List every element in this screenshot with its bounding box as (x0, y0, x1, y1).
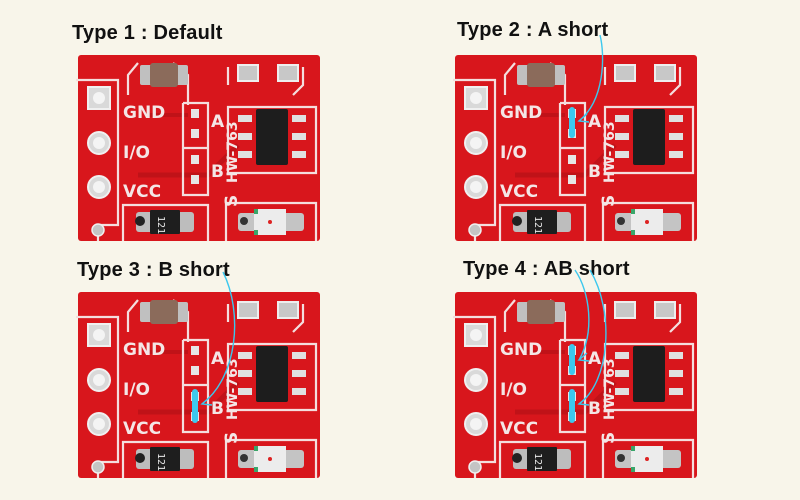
resistor-code: 121 (532, 216, 543, 234)
panel-title: Type 3 : B short (77, 259, 230, 281)
touch-pad (277, 301, 299, 319)
jumper-a (191, 109, 199, 138)
touch-pad (614, 301, 636, 319)
pcb-board: GND I/O VCC A B S HW-763 (453, 269, 697, 478)
config-panel-type4: Type 4 : AB short (453, 258, 723, 498)
config-panel-type2: Type 2 : A short (453, 19, 717, 259)
panel-title: Type 2 : A short (457, 19, 609, 41)
model-label: HW-763 (602, 121, 618, 183)
ic-chip (238, 346, 306, 402)
pcb-board: GND I/O VCC A B S HW-763 (76, 271, 320, 478)
label-vcc: VCC (500, 182, 538, 202)
touch-pad (277, 64, 299, 82)
label-pad-s: S (599, 432, 619, 444)
label-pad-s: S (222, 195, 242, 207)
resistor-code: 121 (532, 453, 543, 471)
label-vcc: VCC (123, 419, 161, 439)
label-pad-s: S (599, 195, 619, 207)
led (615, 446, 681, 472)
capacitor (517, 63, 565, 87)
label-io: I/O (500, 143, 527, 163)
capacitor (517, 300, 565, 324)
arrow-to-jumper-a (574, 269, 590, 362)
mounting-hole (468, 223, 482, 237)
header-pins (464, 323, 488, 474)
header-pins (87, 323, 111, 474)
mounting-hole (91, 223, 105, 237)
label-pad-a: A (211, 349, 225, 369)
label-pad-b: B (588, 162, 601, 182)
touch-pad (614, 64, 636, 82)
jumper-a (191, 346, 199, 375)
label-gnd: GND (500, 340, 542, 360)
led (238, 446, 304, 472)
label-pad-a: A (588, 349, 602, 369)
resistor: 121 (135, 210, 194, 234)
ic-chip (615, 109, 683, 165)
resistor: 121 (512, 210, 571, 234)
header-pins (464, 86, 488, 237)
arrow-to-jumper-b (200, 271, 236, 406)
resistor-code: 121 (155, 453, 166, 471)
touch-pad (654, 301, 676, 319)
capacitor (140, 63, 188, 87)
panel-title: Type 4 : AB short (463, 258, 630, 280)
label-io: I/O (500, 380, 527, 400)
label-gnd: GND (123, 103, 165, 123)
led (238, 209, 304, 235)
label-vcc: VCC (500, 419, 538, 439)
model-label: HW-763 (225, 121, 241, 183)
label-io: I/O (123, 380, 150, 400)
config-panel-type3: Type 3 : B short (76, 259, 337, 499)
label-io: I/O (123, 143, 150, 163)
pcb-board: GND I/O VCC A B S HW-763 (76, 55, 320, 241)
resistor: 121 (512, 447, 571, 471)
label-pad-a: A (211, 112, 225, 132)
arrow-to-jumper-b (577, 269, 607, 406)
config-panel-type1: Type 1 : Default (72, 22, 332, 262)
resistor-code: 121 (155, 216, 166, 234)
jumper-b (191, 155, 199, 184)
header-pins (87, 86, 111, 237)
label-pad-b: B (211, 162, 224, 182)
touch-pad (237, 64, 259, 82)
panel-title: Type 1 : Default (72, 22, 223, 44)
label-pad-s: S (222, 432, 242, 444)
mounting-hole (91, 460, 105, 474)
label-vcc: VCC (123, 182, 161, 202)
label-pad-a: A (588, 112, 602, 132)
model-label: HW-763 (602, 358, 618, 420)
label-pad-b: B (588, 399, 601, 419)
arrow-to-jumper-a (577, 34, 604, 123)
label-gnd: GND (500, 103, 542, 123)
pcb-board: GND I/O VCC A B S HW-763 (453, 34, 697, 241)
ic-chip (615, 346, 683, 402)
label-pad-b: B (211, 399, 224, 419)
led (615, 209, 681, 235)
touch-pad (654, 64, 676, 82)
resistor: 121 (135, 447, 194, 471)
mounting-hole (468, 460, 482, 474)
ic-chip (238, 109, 306, 165)
label-gnd: GND (123, 340, 165, 360)
model-label: HW-763 (225, 358, 241, 420)
jumper-b (568, 155, 576, 184)
capacitor (140, 300, 188, 324)
touch-pad (237, 301, 259, 319)
